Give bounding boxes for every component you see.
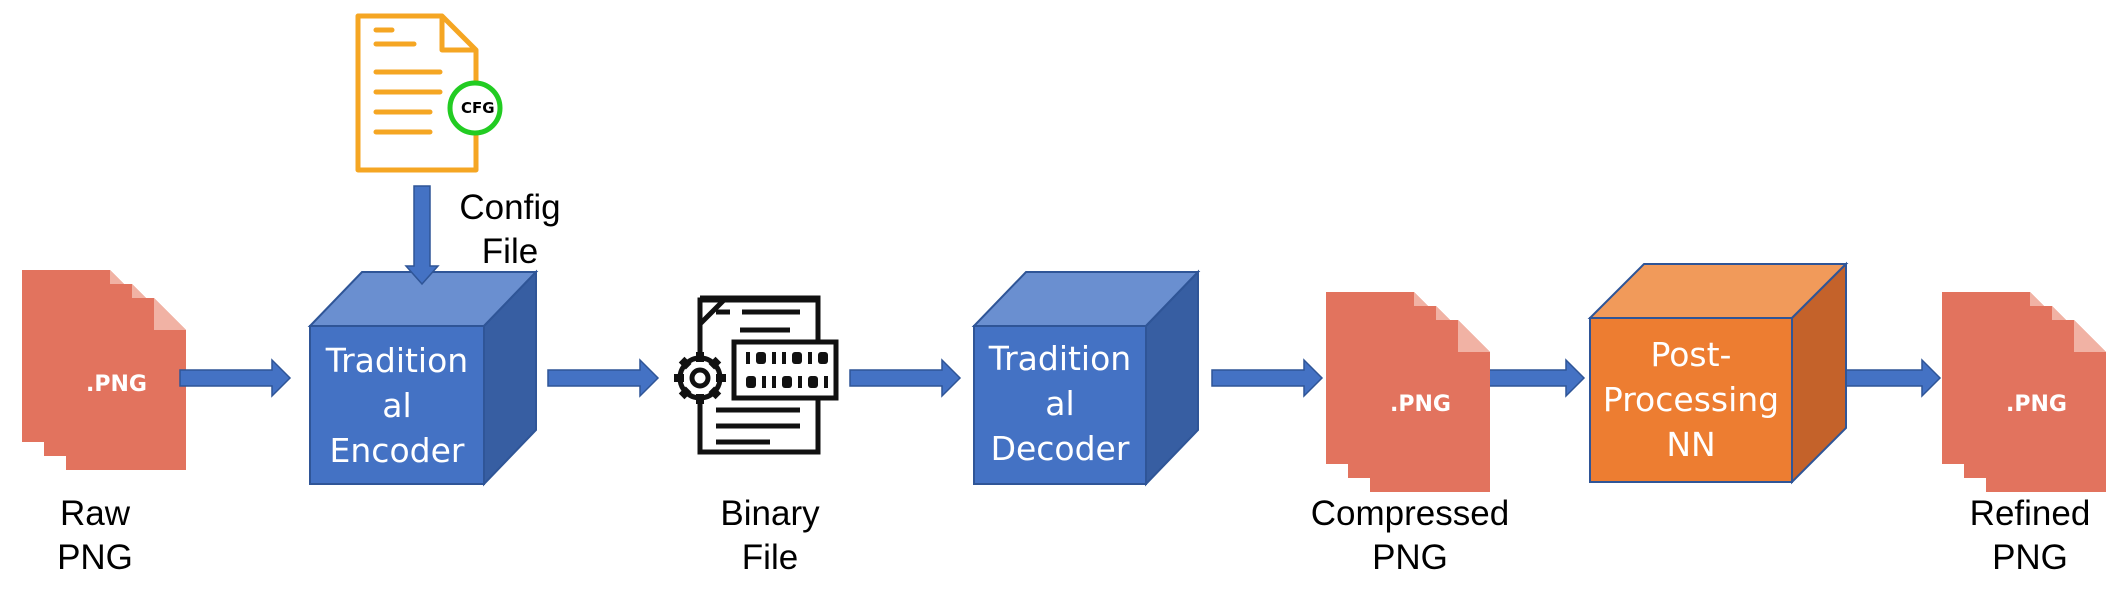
raw-png-file-label: .PNG [86,372,147,397]
refined-caption-line2: PNG [1992,538,2068,577]
postproc-label: Post- Processing NN [1590,332,1792,467]
config-caption-line2: File [481,232,539,271]
encoder-cube [307,269,539,487]
compressed-to-postproc-arrow [1473,358,1586,398]
refined-caption-line1: Refined [1969,494,2091,533]
binary-caption-line2: File [741,538,799,577]
encoder-label-line2: al [382,386,412,425]
refined-png-caption: Refined PNG [1950,492,2110,580]
postproc-label-line1: Post- [1650,335,1732,374]
decoder-label-line3: Decoder [990,429,1130,468]
binary-digits-icon [674,352,828,404]
compressed-caption-line1: Compressed [1310,494,1510,533]
binary-to-decoder-arrow [849,358,962,398]
postproc-label-line3: NN [1666,425,1716,464]
decoder-to-compressed-arrow [1211,358,1324,398]
encoder-label-line3: Encoder [329,431,465,470]
binary-file-caption: Binary File [700,492,840,580]
config-to-encoder-arrow [404,185,440,286]
config-caption-line1: Config [459,188,561,227]
binary-file-gear-icon [677,295,839,455]
raw-to-encoder-arrow [179,358,292,398]
decoder-label: Tradition al Decoder [974,336,1146,471]
decoder-label-line1: Tradition [988,339,1132,378]
config-badge-text: CFG [461,99,495,117]
raw-png-icon [22,270,186,470]
binary-caption-line1: Binary [720,494,820,533]
raw-caption-line2: PNG [57,538,133,577]
postproc-cube [1587,261,1849,485]
postproc-label-line2: Processing [1602,380,1780,419]
config-document-icon [355,13,503,173]
encoder-label: Tradition al Encoder [310,338,484,473]
decoder-cube [971,269,1201,487]
raw-caption-line1: Raw [59,494,131,533]
decoder-label-line2: al [1045,384,1075,423]
compressed-png-file-label: .PNG [1390,392,1451,417]
compressed-png-caption: Compressed PNG [1300,492,1520,580]
encoder-to-binary-arrow [547,358,660,398]
config-file-caption: Config File [440,186,580,274]
encoder-label-line1: Tradition [325,341,469,380]
refined-png-file-label: .PNG [2006,392,2067,417]
raw-png-caption: Raw PNG [30,492,160,580]
compressed-caption-line2: PNG [1372,538,1448,577]
